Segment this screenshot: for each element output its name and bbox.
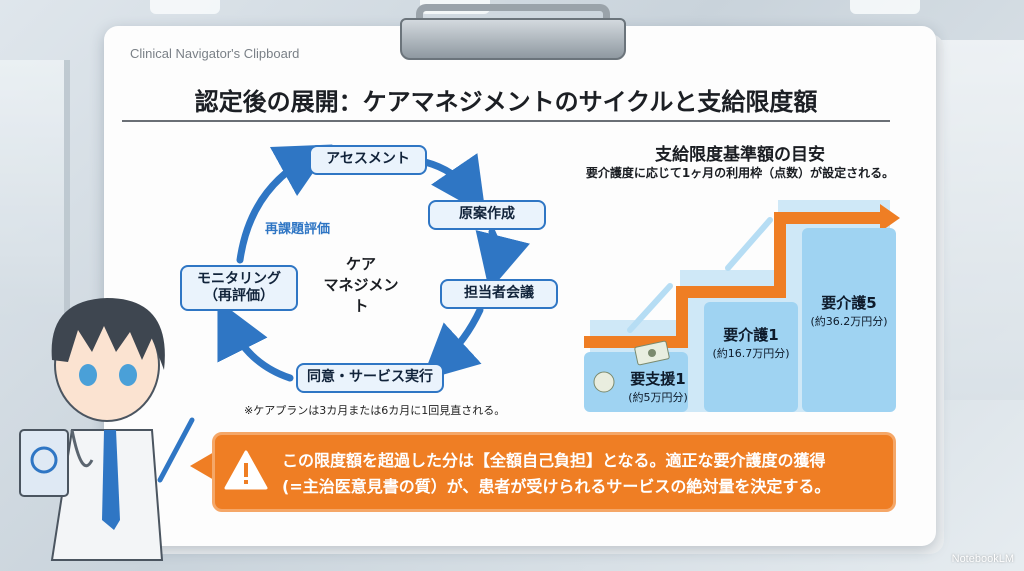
ceiling-light (850, 0, 920, 14)
doctor-character-illustration (19, 298, 195, 561)
banknote-icon (634, 340, 670, 366)
ceiling-light (150, 0, 220, 14)
clipboard-clip (400, 4, 626, 60)
limit-level-support1: 要支援1 (約5万円分) (628, 370, 688, 404)
limit-title: 支給限度基準額の目安 (655, 145, 825, 165)
warning-icon (224, 450, 268, 490)
review-note: ※ケアプランは3カ月または6カ月に1回見直される。 (244, 404, 506, 417)
page-title: 認定後の展開：ケアマネジメントのサイクルと支給限度額 (194, 88, 818, 116)
board-label: Clinical Navigator's Clipboard (130, 46, 300, 61)
warning-text: この限度額を超過した分は【全額自己負担】となる。適正な要介護度の獲得 (=主治医… (282, 451, 831, 496)
brand-label: NotebookLM (951, 553, 1014, 565)
cycle-step-assessment: アセスメント (309, 145, 427, 175)
cycle-arrows (217, 144, 530, 382)
coin-icon (593, 371, 615, 393)
background-window-left (0, 60, 70, 320)
limit-level-care5: 要介護5 (約36.2万円分) (810, 294, 888, 328)
warning-callout (212, 432, 896, 512)
cycle-step-consent: 同意・サービス実行 (296, 363, 444, 393)
title-divider (122, 120, 890, 122)
background-window-right (934, 40, 1024, 400)
cycle-step-meeting: 担当者会議 (440, 279, 558, 309)
warning-pointer (190, 452, 214, 480)
cycle-center-label: ケア マネジメント (323, 255, 399, 315)
limit-staircase (584, 200, 900, 412)
reevaluation-label: 再課題評価 (265, 222, 331, 237)
cycle-step-monitoring: モニタリング （再評価） (180, 265, 298, 311)
limit-subtitle: 要介護度に応じて1ヶ月の利用枠（点数）が設定される。 (585, 166, 895, 180)
cycle-step-draft: 原案作成 (428, 200, 546, 230)
limit-level-care1: 要介護1 (約16.7万円分) (712, 326, 790, 360)
